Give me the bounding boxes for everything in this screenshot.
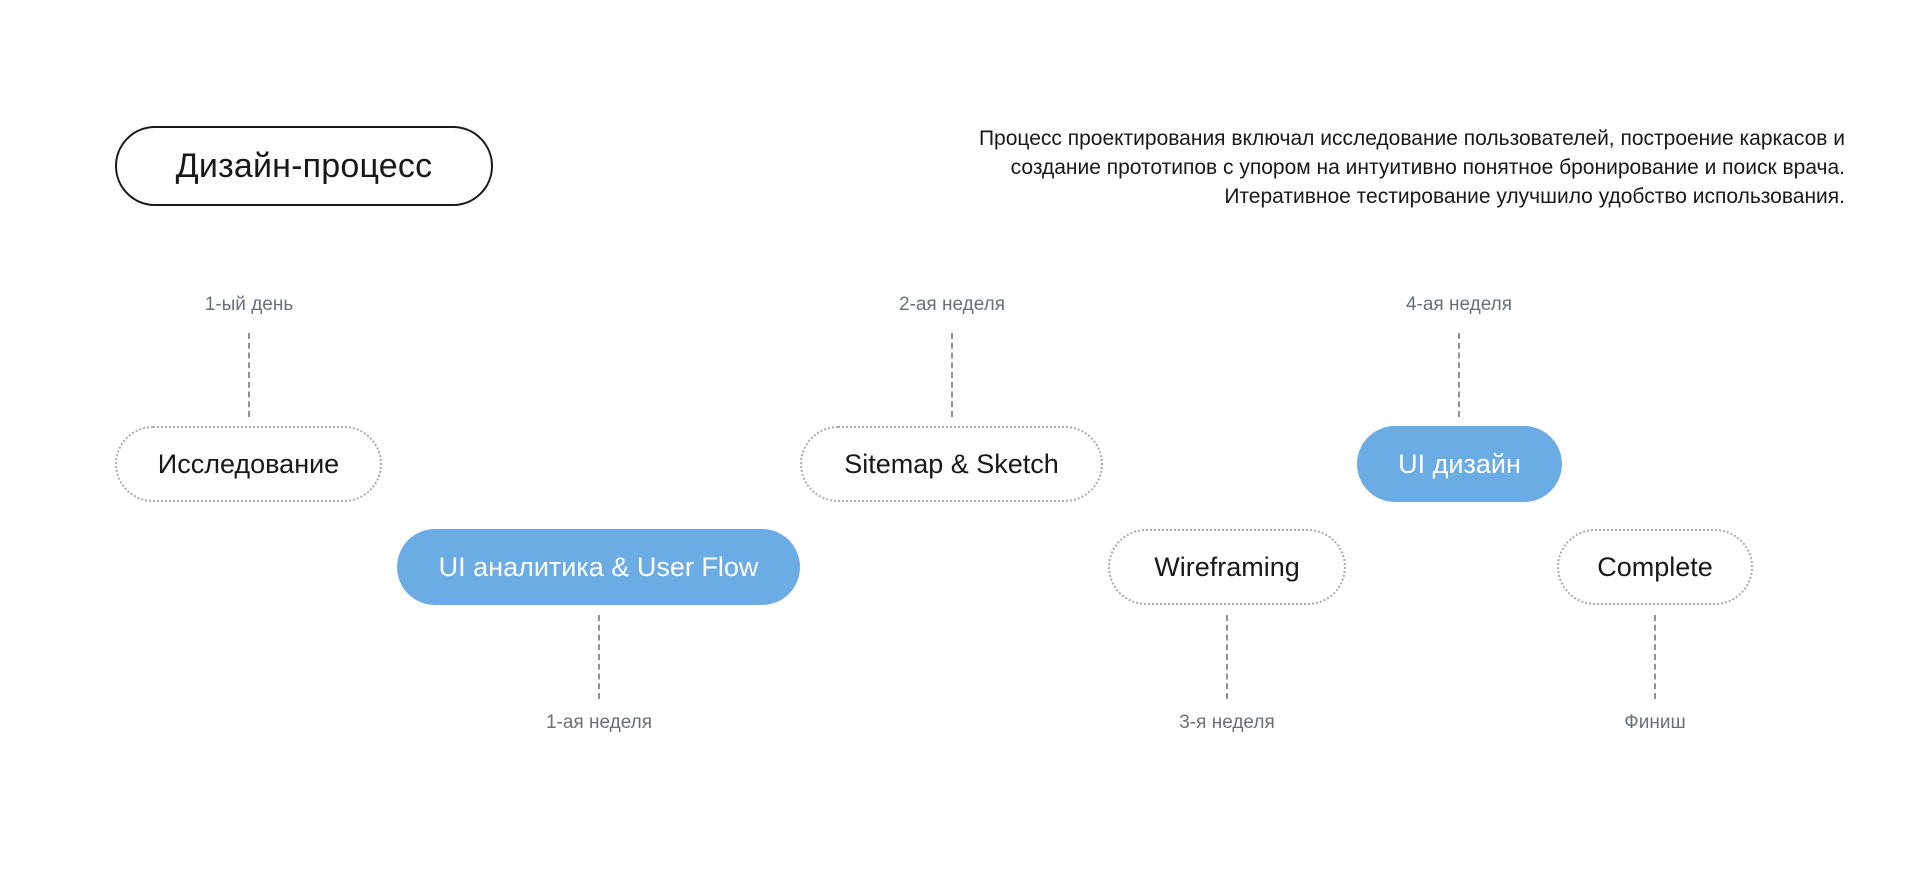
- stage-pill-ui-analytics: UI аналитика & User Flow: [397, 529, 800, 605]
- time-label-complete: Финиш: [1624, 712, 1686, 733]
- time-label-sitemap-sketch: 2-ая неделя: [898, 294, 1006, 315]
- stage-label: UI аналитика & User Flow: [438, 551, 759, 582]
- stage-pill-ui-design: UI дизайн: [1357, 426, 1562, 502]
- stage-label: Complete: [1597, 551, 1713, 582]
- stage-pill-sitemap-sketch: Sitemap & Sketch: [800, 426, 1103, 502]
- stage-pill-complete: Complete: [1557, 529, 1753, 605]
- stage-label: UI дизайн: [1398, 448, 1521, 479]
- intro-paragraph-line: создание прототипов с упором на интуитив…: [1010, 156, 1845, 179]
- intro-paragraph-line: Процесс проектирования включал исследова…: [978, 127, 1845, 150]
- time-label-ui-analytics: 1-ая неделя: [545, 712, 653, 733]
- connector-sitemap-sketch: [951, 333, 953, 417]
- page-title-text: Дизайн-процесс: [175, 146, 433, 185]
- connector-ui-analytics: [598, 615, 600, 699]
- page-title: Дизайн-процесс: [115, 126, 493, 206]
- time-label-research: 1-ый день: [204, 294, 294, 315]
- connector-research: [248, 333, 250, 417]
- stage-label: Sitemap & Sketch: [844, 448, 1059, 479]
- intro-paragraph: Процесс проектирования включал исследова…: [925, 124, 1845, 211]
- stage-pill-wireframing: Wireframing: [1108, 529, 1346, 605]
- intro-paragraph-line: Итеративное тестирование улучшило удобст…: [1224, 185, 1845, 208]
- stage-label: Wireframing: [1154, 551, 1300, 582]
- stage-label: Исследование: [157, 448, 340, 479]
- stage-pill-research: Исследование: [115, 426, 382, 502]
- connector-complete: [1654, 615, 1656, 699]
- time-label-ui-design: 4-ая неделя: [1405, 294, 1513, 315]
- connector-wireframing: [1226, 615, 1228, 699]
- time-label-wireframing: 3-я неделя: [1179, 712, 1275, 733]
- connector-ui-design: [1458, 333, 1460, 417]
